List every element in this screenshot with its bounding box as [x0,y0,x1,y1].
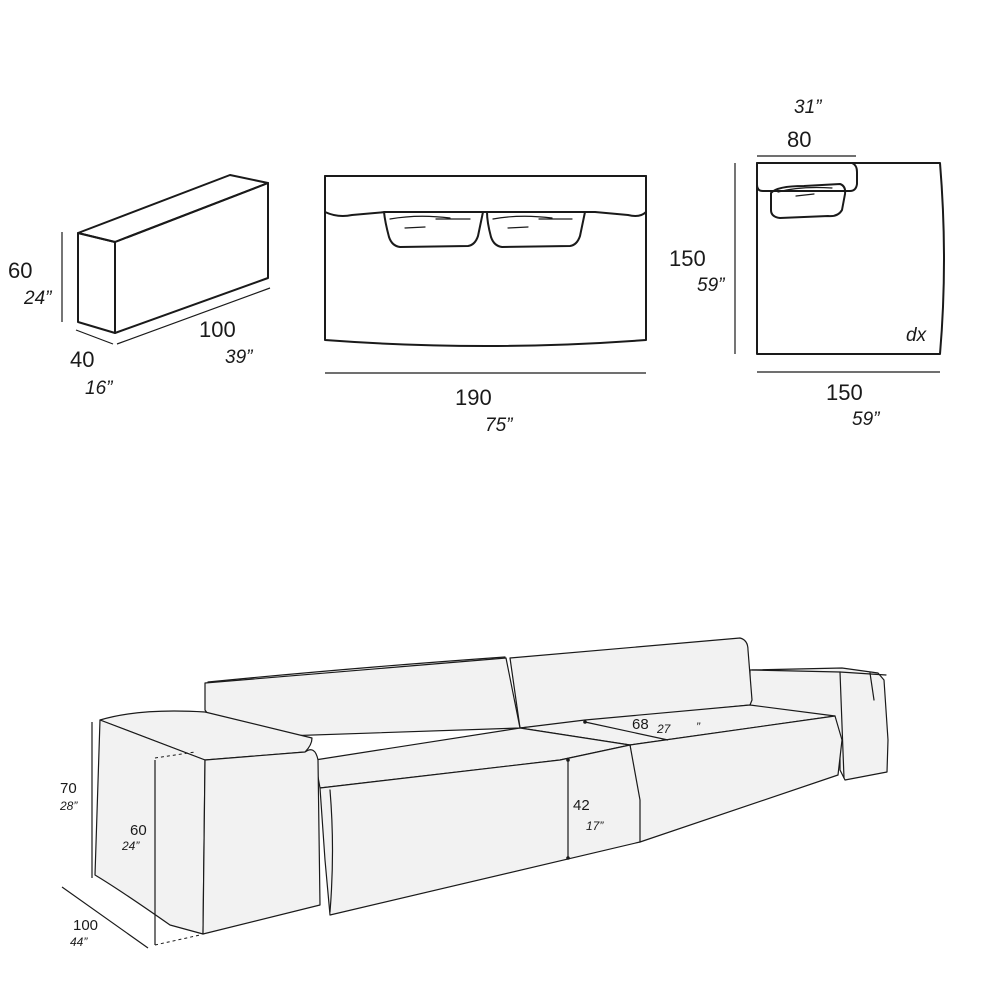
corner-top-in: 31” [794,97,822,118]
armrest-length-in: 39” [225,347,253,368]
sofa-total-height-in: 28” [60,799,78,813]
corner-depth-in: 59” [697,275,725,296]
armrest-depth-cm: 40 [70,347,95,372]
assembled-sofa-drawing [61,637,889,949]
seat-width-in: 75” [485,415,513,436]
armrest-depth-in: 16” [85,378,113,399]
corner-depth-cm: 150 [669,246,706,271]
sofa-seat-depth-in: 27 [657,722,671,736]
sofa-depth-in: 44” [70,935,88,949]
armrest-module-drawing [61,174,271,345]
corner-width-cm: 150 [826,380,863,405]
corner-side-label: dx [906,325,927,346]
sofa-seat-depth-in-mark: ” [696,720,700,734]
sofa-seat-height-in: 17” [586,819,604,833]
corner-top-cm: 80 [787,127,812,152]
armrest-length-cm: 100 [199,317,236,342]
sofa-seat-depth-cm: 68 [632,716,649,733]
sofa-total-height-cm: 70 [60,780,77,797]
sofa-arm-height-in: 24” [122,839,140,853]
sofa-depth-cm: 100 [73,917,99,934]
armrest-height-cm: 60 [8,258,33,283]
seat-module-drawing [324,175,647,374]
corner-width-in: 59” [852,409,880,430]
sofa-arm-height-cm: 60 [130,822,147,839]
sofa-seat-height-cm: 42 [573,797,590,814]
seat-width-cm: 190 [455,385,492,410]
corner-module-drawing [734,155,945,373]
armrest-height-in: 24” [24,288,52,309]
